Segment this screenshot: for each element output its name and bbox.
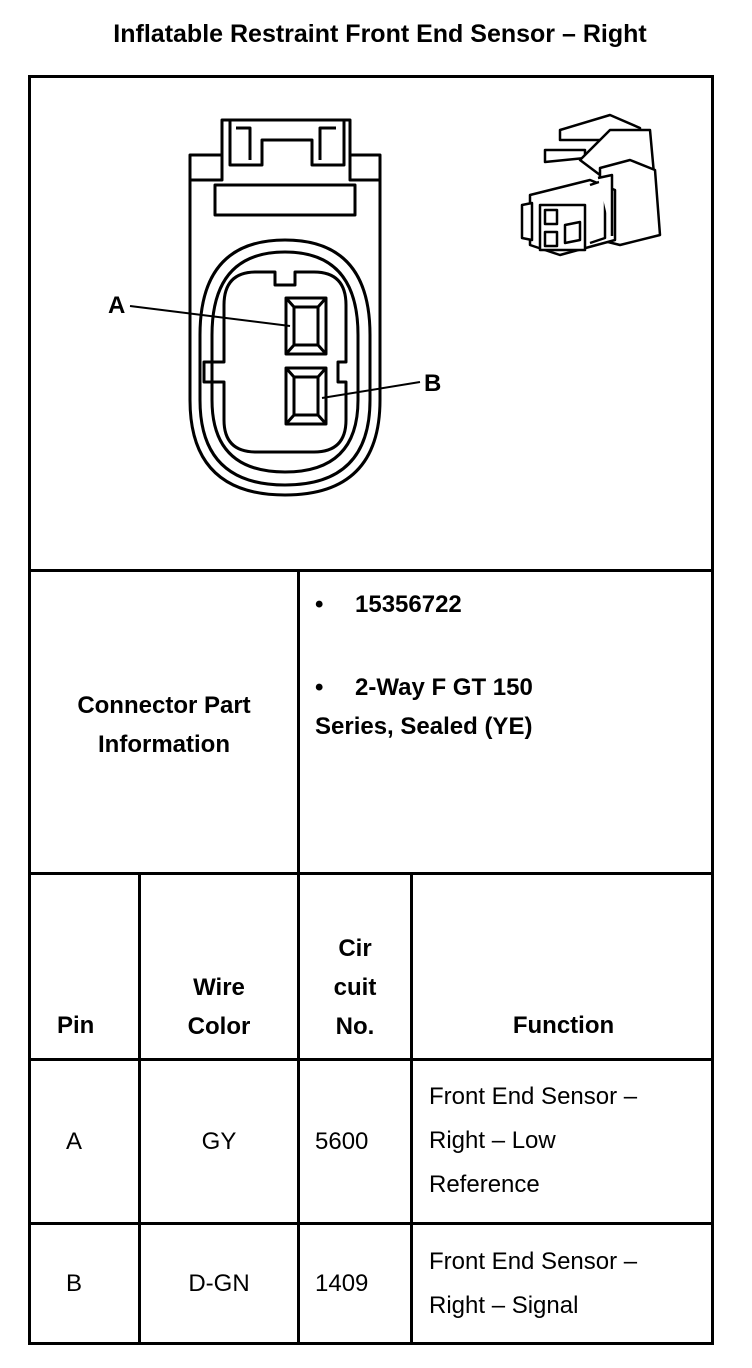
bullet: • xyxy=(315,591,324,618)
header-pin: Pin xyxy=(57,1012,95,1039)
divider xyxy=(28,872,714,875)
header-line: Cir xyxy=(338,935,372,962)
header-line: cuit xyxy=(333,974,377,1001)
header-wire-color: Wire Color xyxy=(141,968,297,1046)
row-a-pin: A xyxy=(66,1128,83,1155)
row-a-wire-color: GY xyxy=(201,1128,237,1155)
connector-info-label-line: Connector Part xyxy=(77,692,251,719)
page-title: Inflatable Restraint Front End Sensor – … xyxy=(113,20,647,48)
function-line: Front End Sensor – xyxy=(429,1083,638,1110)
connector-face-diagram xyxy=(129,113,662,497)
connector-description: 2-Way F GT 150 xyxy=(355,674,533,701)
bullet: • xyxy=(315,674,324,701)
divider xyxy=(28,569,714,572)
connector-table-frame xyxy=(28,75,714,1345)
divider xyxy=(28,1058,714,1061)
row-b-function: Front End Sensor – Right – Signal xyxy=(429,1240,637,1328)
divider xyxy=(138,872,141,1345)
row-a-function: Front End Sensor – Right – Low Reference xyxy=(429,1075,637,1207)
pin-b-callout: B xyxy=(424,370,442,397)
header-circuit-no: Cir cuit No. xyxy=(300,929,410,1046)
function-line: Right – Signal xyxy=(429,1292,579,1319)
part-number: 15356722 xyxy=(355,591,462,618)
divider xyxy=(28,1222,714,1225)
header-line: Color xyxy=(187,1013,251,1040)
divider xyxy=(410,872,413,1345)
header-line: Wire xyxy=(193,974,245,1001)
connector-info-label-line: Information xyxy=(98,731,230,758)
row-b-wire-color: D-GN xyxy=(188,1270,250,1297)
row-a-circuit: 5600 xyxy=(315,1128,369,1155)
divider xyxy=(297,569,300,1345)
row-b-circuit: 1409 xyxy=(315,1270,369,1297)
connector-description: Series, Sealed (YE) xyxy=(315,713,533,740)
connector-info-values: • 15356722 • 2-Way F GT 150 Series, Sealed… xyxy=(315,590,705,746)
pin-a-callout: A xyxy=(108,292,126,319)
header-function: Function xyxy=(512,1012,615,1039)
function-line: Front End Sensor – xyxy=(429,1248,638,1275)
function-line: Right – Low xyxy=(429,1127,556,1154)
function-line: Reference xyxy=(429,1171,540,1198)
header-line: No. xyxy=(335,1013,375,1040)
connector-info-label: Connector Part Information xyxy=(31,686,297,764)
row-b-pin: B xyxy=(66,1270,83,1297)
